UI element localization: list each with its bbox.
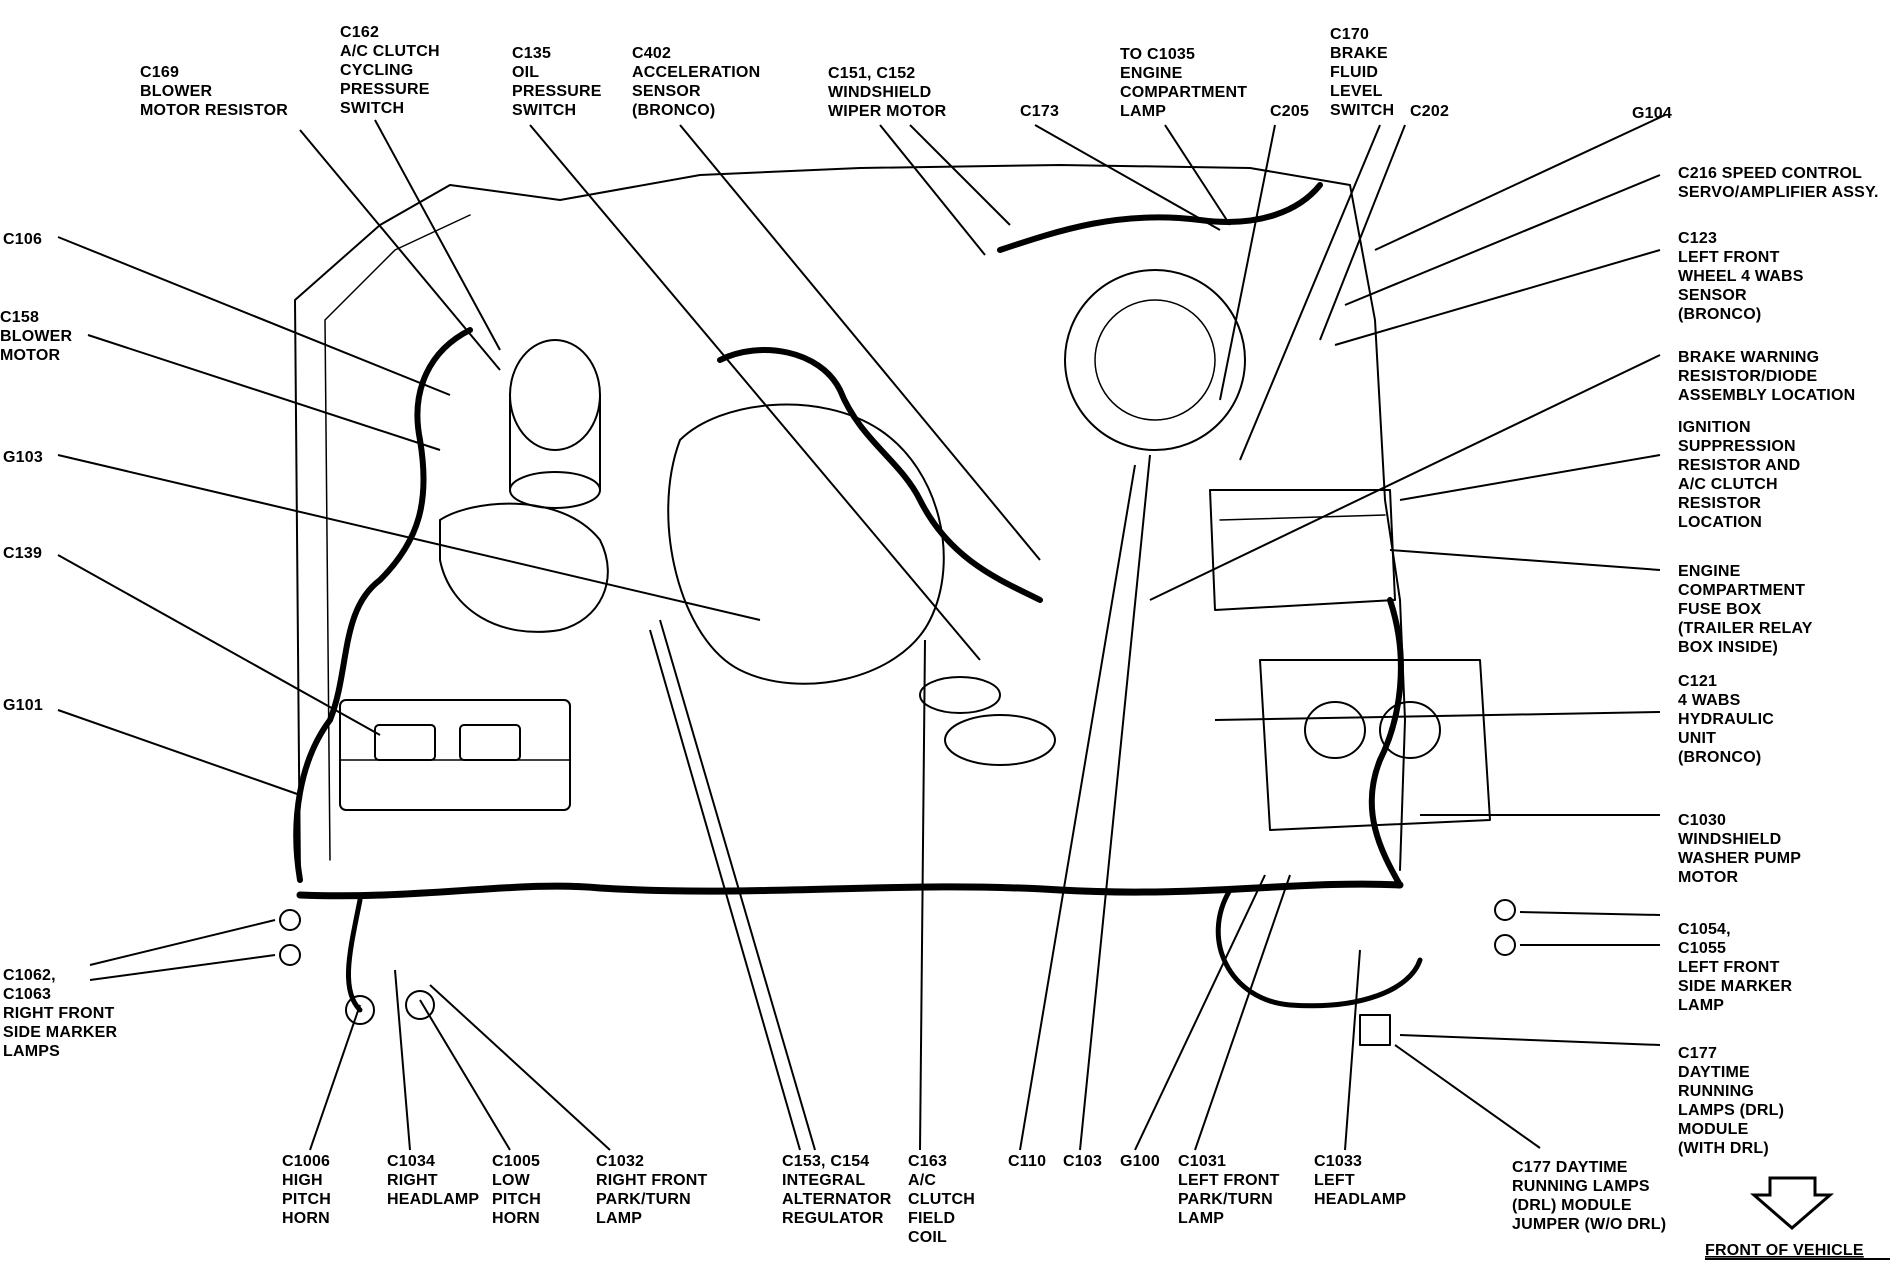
label-g104: G104 xyxy=(1632,105,1672,122)
label-c110: C110 xyxy=(1008,1153,1046,1170)
label-c173: C173 xyxy=(1020,103,1059,120)
label-g101: G101 xyxy=(3,697,43,714)
label-c205: C205 xyxy=(1270,103,1309,120)
label-g100: G100 xyxy=(1120,1153,1160,1170)
leader-lines xyxy=(57,114,1666,1151)
label-c103: C103 xyxy=(1063,1153,1102,1170)
label-g103: G103 xyxy=(3,449,43,466)
front-of-vehicle-label: FRONT OF VEHICLE xyxy=(1705,1242,1864,1259)
engine-compartment-drawing xyxy=(279,164,1516,1046)
front-of-vehicle-indicator: FRONT OF VEHICLE xyxy=(1705,1176,1890,1260)
label-c106: C106 xyxy=(3,231,42,248)
down-arrow-icon xyxy=(1749,1176,1835,1230)
label-c202: C202 xyxy=(1410,103,1449,120)
label-c139: C139 xyxy=(3,545,42,562)
